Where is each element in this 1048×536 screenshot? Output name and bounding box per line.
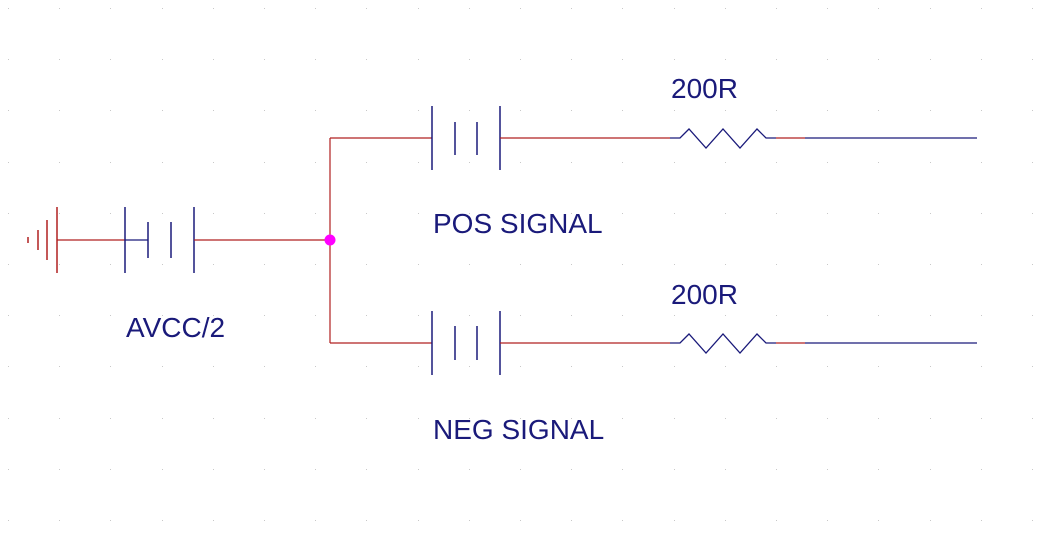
- pos-signal-label: POS SIGNAL: [433, 208, 603, 239]
- neg-resistor-label: 200R: [671, 279, 738, 310]
- neg-resistor-icon: [670, 333, 977, 354]
- pos-resistor-icon: [670, 128, 977, 149]
- pos-signal-source-icon: [431, 106, 670, 170]
- branch-wires: [329, 137, 432, 344]
- pos-resistor-label: 200R: [671, 73, 738, 104]
- grid-dots: [8, 8, 1033, 521]
- neg-signal-source-icon: [431, 311, 670, 375]
- neg-signal-label: NEG SIGNAL: [433, 414, 605, 445]
- avcc-source-icon: [57, 207, 330, 273]
- avcc-label: AVCC/2: [126, 312, 226, 343]
- ground-symbol-icon: [27, 207, 58, 273]
- junction-dot: [324, 234, 336, 246]
